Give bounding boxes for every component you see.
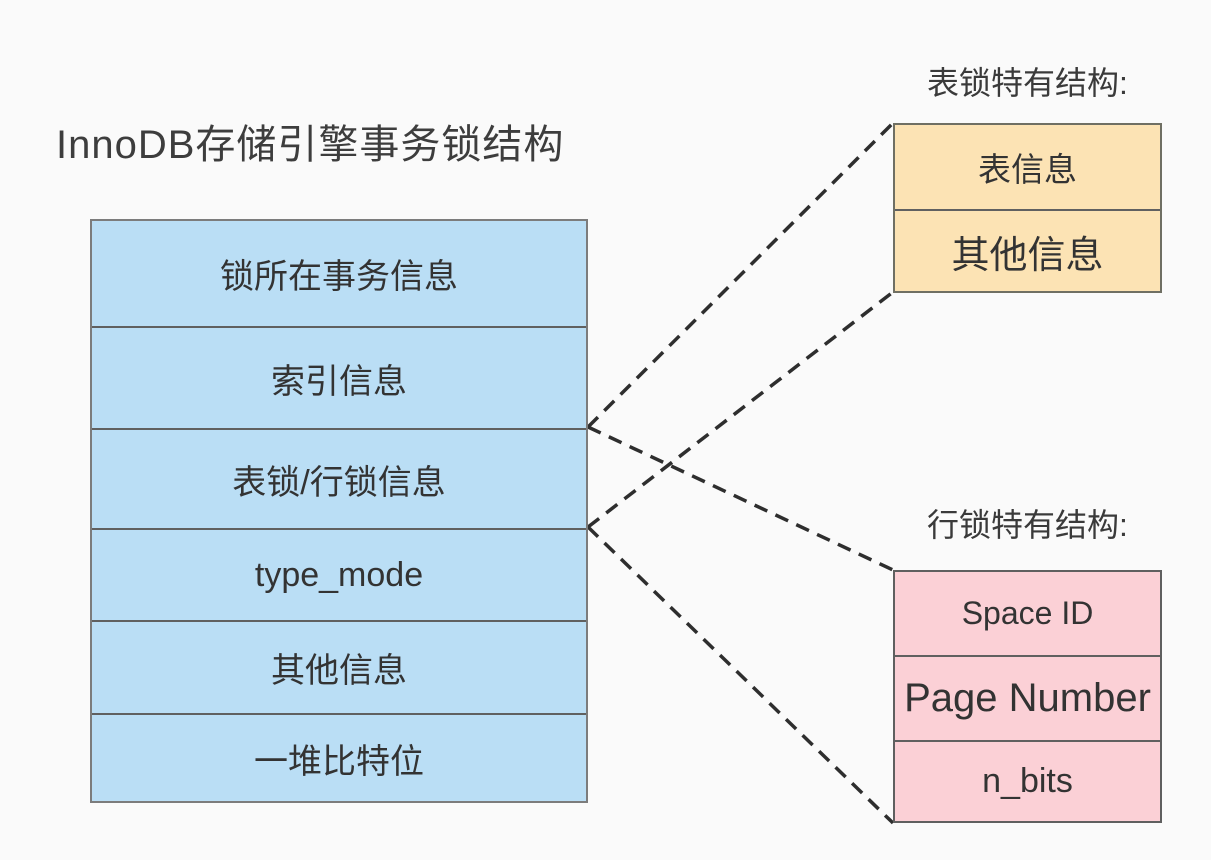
row-lock-row-space-id: Space ID (961, 595, 1094, 631)
row-lock-row-n-bits: n_bits (895, 740, 1160, 821)
table-lock-structure: 表信息 其他信息 (893, 123, 1162, 293)
table-lock-row-table-info: 表信息 (978, 151, 1077, 188)
table-lock-label: 表锁特有结构: (927, 65, 1128, 101)
lock-structure-table: 锁所在事务信息 索引信息 表锁/行锁信息 type_mode 其他信息 一堆比特… (90, 219, 588, 803)
table-lock-row-other-info: 其他信息 (895, 209, 1160, 291)
lock-row-index-info: 索引信息 (92, 326, 586, 428)
lock-row-type-mode: type_mode (92, 528, 586, 620)
lock-row-bits: 一堆比特位 (92, 713, 586, 801)
diagram-title: InnoDB存储引擎事务锁结构 (56, 123, 565, 167)
row-lock-structure: Space ID Page Number n_bits (893, 570, 1162, 823)
dashed-connector (587, 425, 894, 572)
dashed-connector (586, 525, 895, 825)
row-lock-label: 行锁特有结构: (927, 507, 1128, 543)
dashed-connector (586, 121, 895, 429)
row-lock-row-page-number: Page Number (895, 655, 1160, 740)
lock-row-table-or-row-lock-info: 表锁/行锁信息 (92, 428, 586, 528)
lock-row-transaction-info: 锁所在事务信息 (220, 258, 458, 296)
lock-row-other-info: 其他信息 (92, 620, 586, 713)
dashed-connector (586, 290, 895, 529)
